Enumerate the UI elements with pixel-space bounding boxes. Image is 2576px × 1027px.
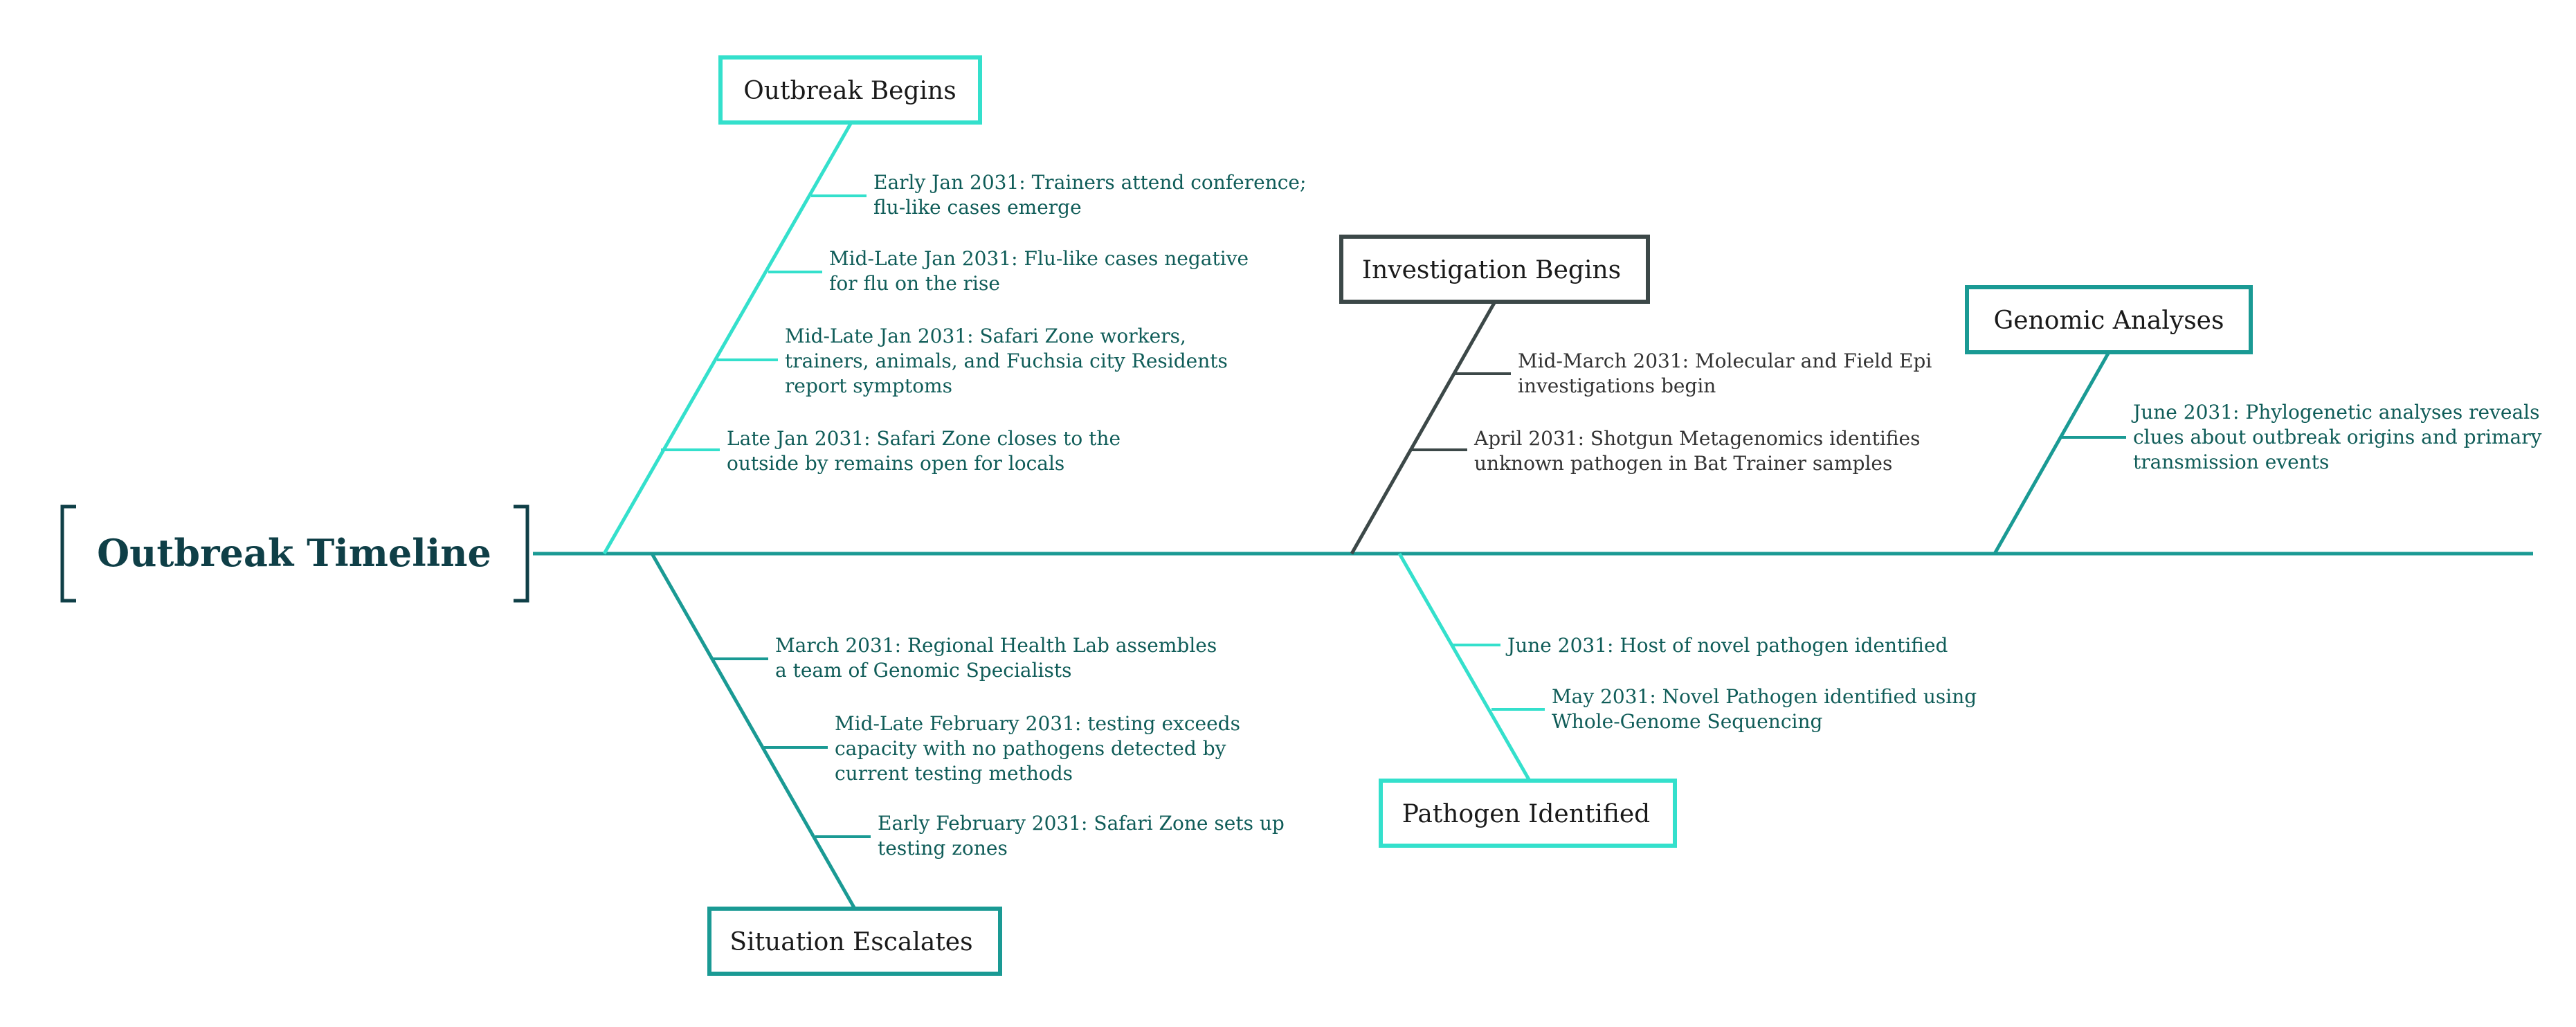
event-text: June 2031: Phylogenetic analyses reveals…	[2131, 401, 2542, 473]
milestone-box-pathogen-identified	[1379, 779, 1677, 848]
milestone-label-outbreak-begins: Outbreak Begins	[743, 77, 956, 105]
milestone-label-investigation-begins: Investigation Begins	[1362, 256, 1621, 284]
event-text-line: Mid-Late Jan 2031: Flu-like cases negati…	[829, 247, 1249, 270]
investigation-begins-branch	[1350, 300, 1497, 555]
event-text-line: June 2031: Phylogenetic analyses reveals	[2131, 401, 2540, 424]
milestone-label-pathogen-identified: Pathogen Identified	[1402, 800, 1650, 828]
event-text-line: flu-like cases emerge	[873, 196, 1082, 219]
milestone-box-situation-escalates	[707, 907, 1002, 976]
event-text-line: trainers, animals, and Fuchsia city Resi…	[785, 349, 1228, 372]
event-text: Late Jan 2031: Safari Zone closes to the…	[727, 427, 1121, 475]
event-text-line: transmission events	[2133, 451, 2329, 473]
event-text: May 2031: Novel Pathogen identified usin…	[1552, 685, 1977, 733]
milestone-label-genomic-analyses: Genomic Analyses	[1994, 307, 2224, 335]
event-text-line: unknown pathogen in Bat Trainer samples	[1474, 452, 1892, 475]
milestone-box-outbreak-begins	[718, 55, 982, 125]
milestone-box-investigation-begins	[1339, 235, 1650, 304]
diagram-title: Outbreak Timeline	[97, 531, 491, 575]
event-text-line: Early February 2031: Safari Zone sets up	[878, 812, 1285, 835]
event-text-line: Whole-Genome Sequencing	[1552, 710, 1822, 733]
event-text: Early Jan 2031: Trainers attend conferen…	[873, 171, 1306, 219]
event-text-line: Late Jan 2031: Safari Zone closes to the	[727, 427, 1121, 450]
event-text-line: outside by remains open for locals	[727, 452, 1064, 475]
event-text: Mid-Late Jan 2031: Flu-like cases negati…	[829, 247, 1249, 295]
event-text: Early February 2031: Safari Zone sets up…	[878, 812, 1285, 860]
situation-escalates-branch	[650, 552, 857, 910]
event-text: June 2031: Host of novel pathogen identi…	[1505, 634, 1948, 657]
outbreak-begins-branch	[602, 121, 853, 555]
event-text-line: clues about outbreak origins and primary	[2133, 426, 2542, 448]
event-text-line: for flu on the rise	[829, 272, 1000, 295]
event-text-line: April 2031: Shotgun Metagenomics identif…	[1473, 427, 1920, 450]
event-text-line: a team of Genomic Specialists	[775, 659, 1072, 682]
event-text-line: current testing methods	[835, 762, 1073, 785]
event-text-line: Mid-March 2031: Molecular and Field Epi	[1518, 349, 1932, 372]
genomic-analyses-branch	[1993, 351, 2111, 555]
event-text-line: Early Jan 2031: Trainers attend conferen…	[873, 171, 1306, 194]
title-bracket-left	[60, 505, 76, 603]
event-text-line: report symptoms	[785, 374, 952, 397]
event-text-line: Mid-Late February 2031: testing exceeds	[835, 712, 1240, 735]
event-text-line: investigations begin	[1518, 374, 1716, 397]
event-text: April 2031: Shotgun Metagenomics identif…	[1473, 427, 1920, 475]
event-text-line: testing zones	[878, 837, 1008, 860]
milestone-label-situation-escalates: Situation Escalates	[729, 928, 972, 956]
event-text-line: March 2031: Regional Health Lab assemble…	[775, 634, 1217, 657]
event-text-line: capacity with no pathogens detected by	[835, 737, 1226, 760]
event-text: Mid-Late Jan 2031: Safari Zone workers,t…	[785, 325, 1228, 397]
title-bracket-right	[514, 505, 529, 603]
event-text-line: Mid-Late Jan 2031: Safari Zone workers,	[785, 325, 1186, 347]
pathogen-identified-branch	[1397, 552, 1532, 782]
milestone-box-genomic-analyses	[1965, 285, 2253, 354]
event-text-line: June 2031: Host of novel pathogen identi…	[1505, 634, 1948, 657]
event-text: March 2031: Regional Health Lab assemble…	[775, 634, 1217, 682]
event-text-line: May 2031: Novel Pathogen identified usin…	[1552, 685, 1977, 708]
